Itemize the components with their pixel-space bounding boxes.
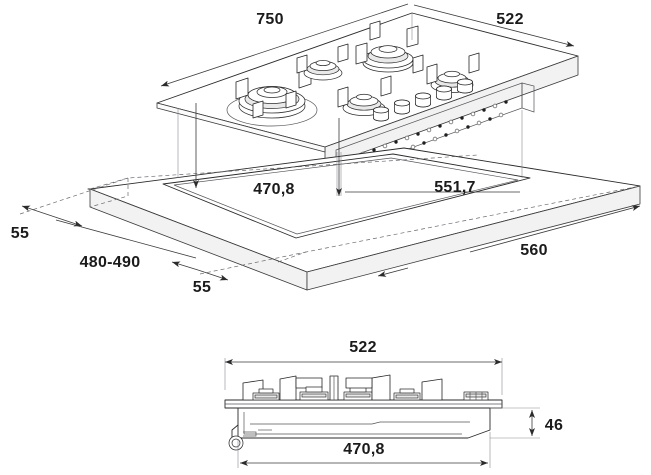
dimension-470-8-elevation: 470,8 bbox=[237, 432, 491, 468]
label-551-7: 551,7 bbox=[434, 179, 476, 196]
right-mounting-bracket bbox=[521, 82, 535, 113]
dimension-750: 750 bbox=[160, 3, 409, 87]
knob-2[interactable] bbox=[394, 99, 410, 115]
label-522-elevation: 522 bbox=[349, 339, 377, 356]
dimension-55-left: 55 bbox=[11, 205, 83, 242]
elevation-burner-1 bbox=[252, 388, 280, 401]
hob-top-plate bbox=[156, 12, 579, 167]
label-470-8: 470,8 bbox=[253, 181, 295, 198]
elevation-burner-4 bbox=[393, 388, 421, 401]
elevation-view: 522 bbox=[224, 339, 563, 468]
knob-5[interactable] bbox=[457, 78, 473, 94]
dimension-551-7: 551,7 bbox=[345, 179, 520, 196]
dimension-470-8-top: 470,8 bbox=[193, 103, 342, 198]
worktop-cutout bbox=[162, 153, 531, 239]
dimension-480-490: 480-490 bbox=[55, 219, 197, 271]
elevation-body bbox=[237, 407, 491, 439]
dimension-46: 46 bbox=[490, 407, 563, 439]
label-522-top: 522 bbox=[496, 11, 524, 28]
burner-rear-center bbox=[355, 20, 424, 74]
label-560: 560 bbox=[520, 242, 548, 259]
label-55-left: 55 bbox=[11, 225, 29, 242]
elevation-burner-3 bbox=[343, 386, 373, 401]
dimension-560: 560 bbox=[377, 205, 641, 277]
label-750: 750 bbox=[256, 11, 284, 28]
dimension-55-front: 55 bbox=[171, 261, 229, 296]
burner-rear-left bbox=[296, 43, 349, 81]
dimension-522-top: 522 bbox=[413, 4, 575, 47]
knob-3[interactable] bbox=[415, 92, 431, 108]
elevation-burner-2 bbox=[299, 386, 329, 401]
knob-4[interactable] bbox=[436, 85, 452, 101]
countertop-assembly bbox=[19, 147, 641, 291]
elevation-top-plate bbox=[224, 399, 503, 409]
label-55-front: 55 bbox=[193, 279, 211, 296]
knob-1[interactable] bbox=[373, 106, 389, 122]
elevation-ignition-block bbox=[463, 391, 489, 401]
hob-assembly-isometric bbox=[156, 12, 579, 176]
elevation-burners bbox=[242, 374, 489, 401]
label-46: 46 bbox=[545, 417, 563, 434]
label-470-8-elevation: 470,8 bbox=[343, 441, 385, 458]
control-knobs bbox=[373, 78, 473, 122]
label-480-490: 480-490 bbox=[80, 254, 141, 271]
dimension-522-elevation: 522 bbox=[224, 339, 503, 395]
gas-inlet-connector bbox=[228, 424, 272, 451]
